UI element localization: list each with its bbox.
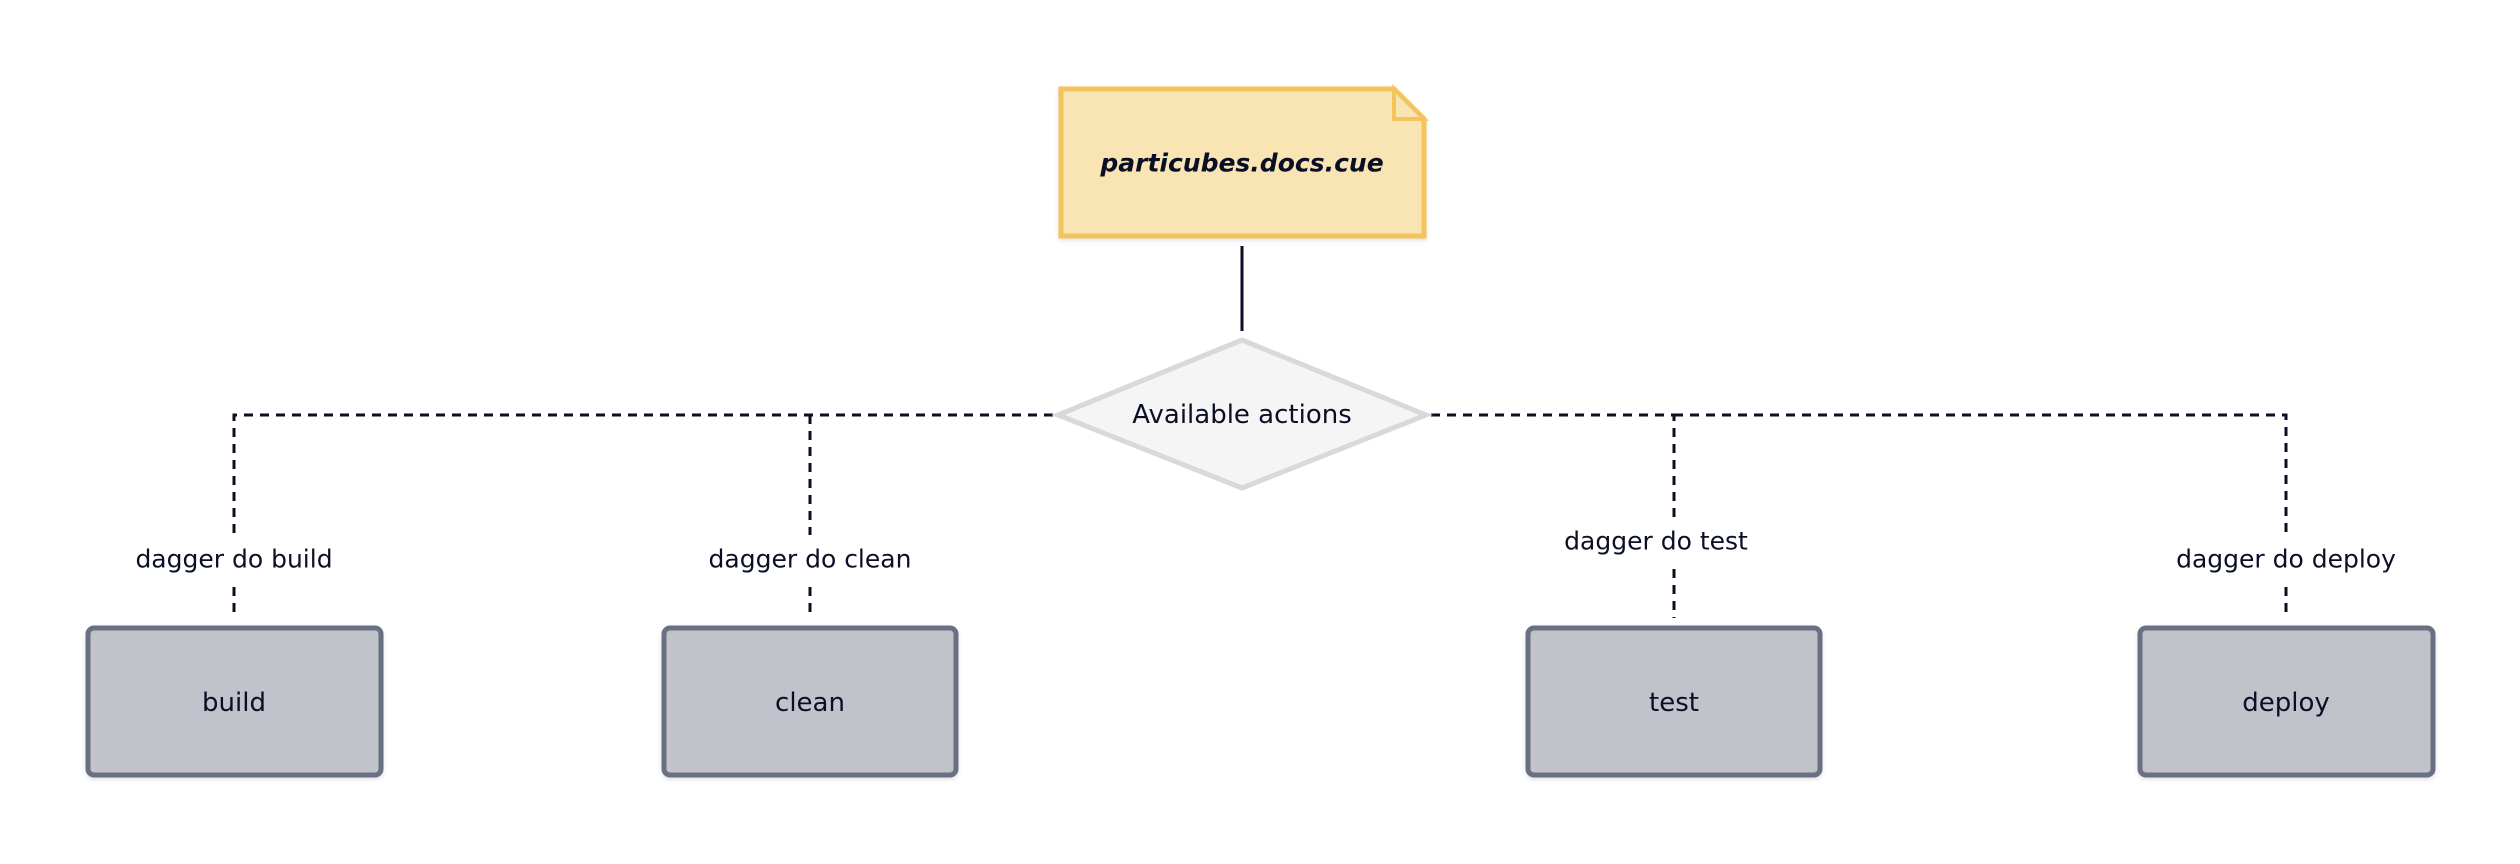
branch-connector-build [232,413,1053,535]
branch-connector-deploy [1674,413,2288,535]
action-node-build[interactable]: build [85,625,384,778]
action-label-clean: clean [775,688,845,718]
action-box-clean [661,625,959,778]
file-fold-corner [1392,84,1429,121]
action-node-deploy[interactable]: deploy [2137,625,2436,778]
file-icon [1058,86,1427,239]
decision-diamond[interactable] [1051,337,1433,491]
edge-label-build: dagger do build [135,545,332,574]
action-box-deploy [2137,625,2436,778]
action-label-build: build [202,688,266,718]
action-box-test [1525,625,1823,778]
decision-label: Available actions [1132,400,1352,430]
source-file-label: particubes.docs.cue [1099,149,1383,178]
edge-label-deploy: dagger do deploy [2176,545,2396,574]
branch-connector-test [1431,413,1676,518]
action-node-clean[interactable]: clean [661,625,959,778]
edge-label-clean: dagger do clean [709,545,912,574]
source-file-node[interactable] [1058,84,1429,239]
action-node-test[interactable]: test [1525,625,1823,778]
action-box-build [85,625,384,778]
action-label-deploy: deploy [2242,688,2330,718]
action-label-test: test [1649,688,1699,718]
edge-label-test: dagger do test [1564,527,1748,556]
